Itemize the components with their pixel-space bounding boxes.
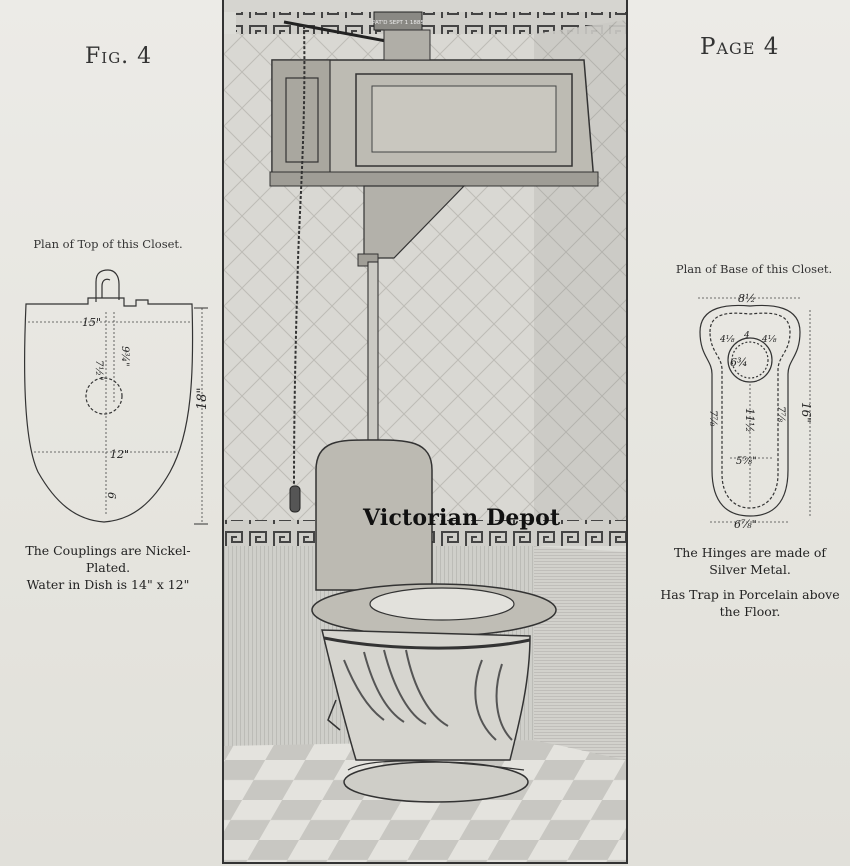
- left-plan-caption: Plan of Top of this Closet.: [33, 237, 183, 251]
- right-notes: The Hinges are made of Silver Metal. Has…: [650, 545, 850, 621]
- dim-top-label: 8½: [738, 292, 756, 305]
- left-note-2: Plated.: [85, 559, 131, 575]
- right-note-3: Has Trap in Porcelain above: [660, 586, 840, 602]
- dim-depth-a-label: 7½": [93, 360, 104, 381]
- base-plan-diagram: 8½ 4⅛ 4 4⅛ 6¾ 7⅞ 11½ 7⅞ 16" 5⅝" 6⅞": [698, 292, 813, 530]
- closet-engraving: PAT'D SEPT 1 1885: [222, 0, 628, 864]
- right-plan-caption: Plan of Base of this Closet.: [675, 262, 833, 276]
- top-plan-diagram: 15" 7½" 9¾" 12" 6 18": [24, 269, 210, 525]
- dim-width-label: 15": [82, 316, 101, 329]
- tank-plate-text: PAT'D SEPT 1 1885: [372, 20, 424, 26]
- left-note-1: The Couplings are Nickel-: [25, 543, 191, 558]
- left-notes: The Couplings are Nickel- Plated. Water …: [8, 543, 208, 594]
- dim-mid-label: 11½: [743, 408, 756, 433]
- dim-a-label: 4⅛: [719, 335, 735, 345]
- dim-depth-b-label: 9¾": [119, 346, 130, 367]
- dim-lower-width-label: 12": [110, 448, 129, 461]
- figure-label: Fig. 4: [85, 44, 153, 69]
- dim-center-label: 6¾: [730, 356, 748, 369]
- dim-height-label: 18": [195, 387, 210, 410]
- dim-lower-label: 5⅝": [736, 456, 757, 467]
- dim-c-label: 4⅛: [761, 335, 777, 345]
- right-note-4: the Floor.: [719, 603, 781, 619]
- dim-bottom-label: 6⅞": [734, 518, 757, 530]
- dim-right-label: 7⅞: [775, 406, 786, 422]
- dim-b-label: 4: [743, 331, 750, 341]
- dim-left-label: 7⅞: [707, 410, 718, 426]
- left-note-3: Water in Dish is 14" x 12": [26, 576, 190, 592]
- watermark-text: Victorian Depot: [363, 505, 561, 531]
- dim-lower-depth-label: 6: [105, 492, 118, 499]
- dim-length-label: 16": [799, 402, 813, 423]
- page-number: Page 4: [700, 34, 780, 60]
- right-note-1: The Hinges are made of: [673, 545, 827, 560]
- engraving-illustration: PAT'D SEPT 1 1885: [224, 0, 626, 862]
- right-note-2: Silver Metal.: [709, 561, 791, 577]
